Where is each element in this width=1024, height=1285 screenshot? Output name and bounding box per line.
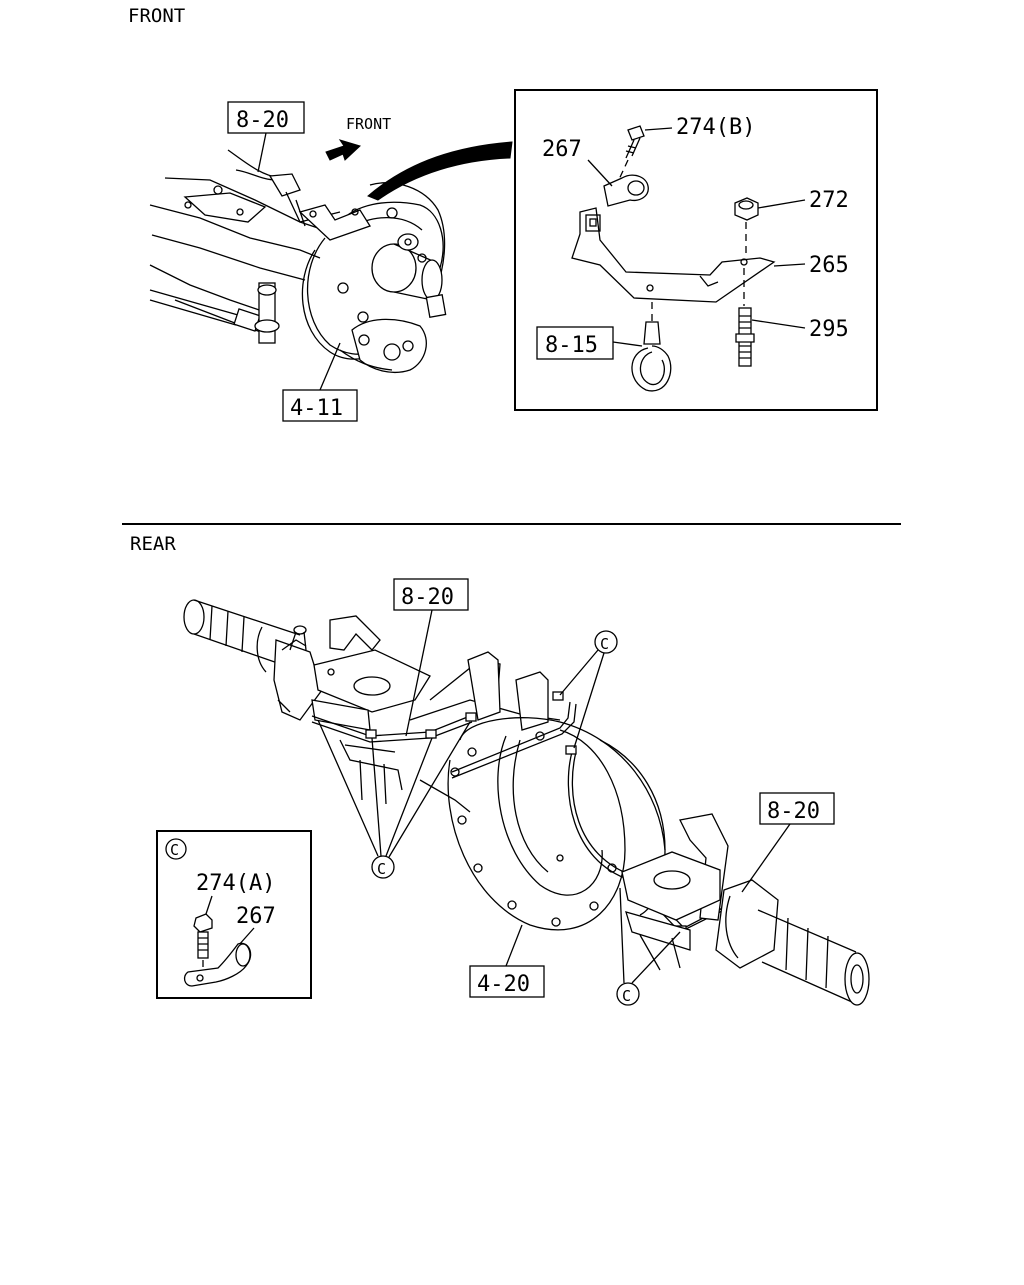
front-ref-box-clip [536, 326, 614, 360]
front-detail-drawing [571, 125, 776, 392]
section-title-rear: REAR [130, 533, 176, 555]
part-number-274a[interactable]: 274(A) [196, 871, 275, 896]
front-ref-clip[interactable]: 8-15 [545, 333, 598, 358]
rear-ref-wiring-right[interactable]: 8-20 [767, 799, 820, 824]
part-number-274b[interactable]: 274(B) [676, 115, 755, 140]
callout-c-left [371, 855, 395, 879]
part-number-265[interactable]: 265 [809, 253, 849, 278]
rear-ref-box-axle [469, 965, 545, 998]
rear-ref-axle[interactable]: 4-20 [477, 972, 530, 997]
front-axle-drawing [149, 139, 513, 374]
part-number-267-rear[interactable]: 267 [236, 904, 276, 929]
callout-c-top-label: C [600, 635, 609, 653]
rear-axle-drawing [183, 599, 870, 1006]
rear-detail-box [156, 830, 312, 999]
part-number-295[interactable]: 295 [809, 317, 849, 342]
front-direction-label: FRONT [346, 115, 391, 133]
callout-c-top [594, 630, 618, 654]
callout-c-left-label: C [377, 860, 386, 878]
front-detail-box [514, 89, 878, 411]
rear-ref-box-wiring-left [393, 578, 469, 611]
part-number-267-front[interactable]: 267 [542, 137, 582, 162]
detail-c-drawing [183, 913, 252, 987]
section-title-front: FRONT [128, 5, 185, 27]
callout-c-bottom-label: C [622, 987, 631, 1005]
callout-c-bottom [616, 982, 640, 1006]
detail-c-marker-label: C [170, 841, 179, 859]
front-ref-brake[interactable]: 4-11 [290, 396, 343, 421]
rear-ref-box-wiring-right [759, 792, 835, 825]
rear-ref-wiring-left[interactable]: 8-20 [401, 585, 454, 610]
detail-c-marker [165, 838, 187, 860]
part-number-272[interactable]: 272 [809, 188, 849, 213]
front-ref-wiring[interactable]: 8-20 [236, 108, 289, 133]
